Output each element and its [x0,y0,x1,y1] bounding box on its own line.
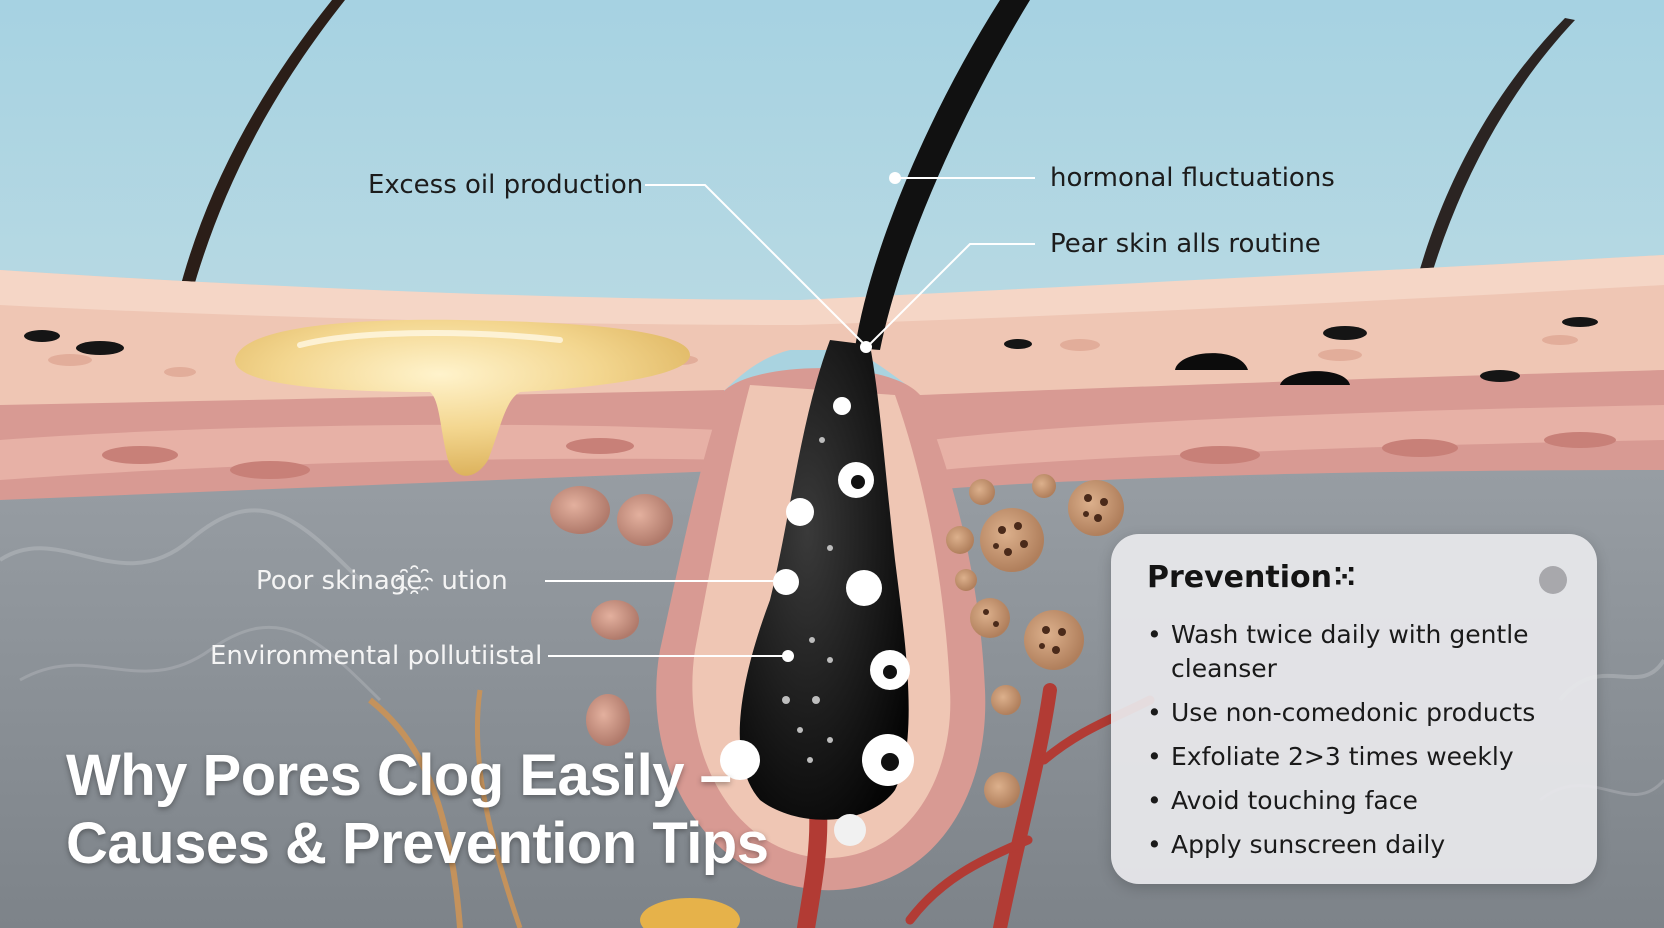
title-line-2: Causes & Prevention Tips [66,811,769,876]
oil-highlight [297,330,563,348]
dead-skin-cell [786,498,814,526]
hair-shaft [855,0,1030,350]
nerve-fiber [474,689,523,928]
red-blood-cell [586,694,630,746]
bacteria-cluster [1068,480,1124,536]
dead-skin-cell [833,397,851,415]
nerve-fiber [368,697,463,928]
dermal-cell [230,461,310,479]
dermal-cell [1382,439,1458,457]
blood-vessel [905,835,1033,925]
epidermis-top-edge [0,255,1664,325]
red-blood-cell [550,486,610,534]
callout-skincare-routine: Pear skin alls routine [1050,229,1321,259]
debris-centers [851,475,899,771]
bacteria-cluster [970,598,1010,638]
prevention-card: Prevention⁙ Wash twice daily with gentle… [1111,534,1597,884]
bacteria-dots [983,494,1108,654]
card-indicator-dot [1539,566,1567,594]
blackhead [1562,317,1598,327]
bacteria-cluster [984,772,1020,808]
pink-layer-left-inner [0,424,730,480]
clog-specks [782,437,833,763]
dermal-cell [566,438,634,454]
skin-texture-dot [48,354,92,366]
callout-poor-skin: Poor skinage҈ ution [256,566,508,596]
skin-texture-dot [1318,349,1362,361]
bacteria-cluster [991,685,1021,715]
callout-hormonal-fluctuations: hormonal fluctuations [1050,163,1335,193]
blackhead [1480,370,1520,382]
bacteria-cluster [1032,474,1056,498]
leader-line-excess-oil [645,184,866,346]
blackhead [1280,371,1350,385]
blackhead [1175,353,1248,370]
leader-dot-poor-skin [779,574,793,588]
tissue-fiber [19,625,382,702]
pink-layer-right-inner [930,405,1664,470]
fat-globule [640,898,740,928]
skin-texture-dot [1542,335,1578,345]
leader-dot-skincare [860,341,872,353]
sebum-plug [739,340,909,820]
leader-dot-environmental [782,650,794,662]
dermal-cell [1180,446,1260,464]
infographic-title: Why Pores Clog Easily – Causes & Prevent… [66,742,769,878]
dead-skin-cell [834,814,866,846]
title-line-1: Why Pores Clog Easily – [66,743,732,808]
prevention-item: Exfoliate 2>3 times weekly [1147,740,1577,774]
prevention-item: Wash twice daily with gentle cleanser [1147,618,1577,686]
bacteria-cluster [969,479,995,505]
tissue-fiber [0,508,362,582]
prevention-item: Apply sunscreen daily [1147,828,1577,862]
prevention-item: Use non-comedonic products [1147,696,1577,730]
callout-excess-oil: Excess oil production [368,170,644,200]
dead-skin-cell [720,740,760,780]
prevention-list: Wash twice daily with gentle cleanser Us… [1147,618,1577,872]
skin-texture-dot [1060,339,1100,351]
bacteria-cluster [946,526,974,554]
bacteria-cluster [955,569,977,591]
blackhead [1004,339,1032,349]
callout-environmental: Environmental pollutiistal [210,641,543,671]
sky-background [0,0,1664,300]
red-blood-cell [617,494,673,546]
blackhead [76,341,124,355]
red-blood-cell [591,600,639,640]
prevention-item: Avoid touching face [1147,784,1577,818]
bacteria-cluster [1024,610,1084,670]
dermal-cell [1544,432,1616,448]
leader-dot-hormonal [889,172,901,184]
blood-vessel [797,801,828,928]
prevention-heading-suffix: ⁙ [1331,560,1358,595]
prevention-heading-text: Prevention [1147,560,1332,595]
prevention-heading: Prevention⁙ [1147,560,1357,595]
blood-vessel [993,683,1057,928]
skin-texture-dot [164,367,196,377]
blackhead [1323,326,1367,340]
blackhead [24,330,60,342]
leader-line-skincare [867,243,1035,347]
dermal-cell [102,446,178,464]
bacteria-cluster [980,508,1044,572]
oil-pool [235,319,690,476]
dead-skin-cell [846,570,882,606]
